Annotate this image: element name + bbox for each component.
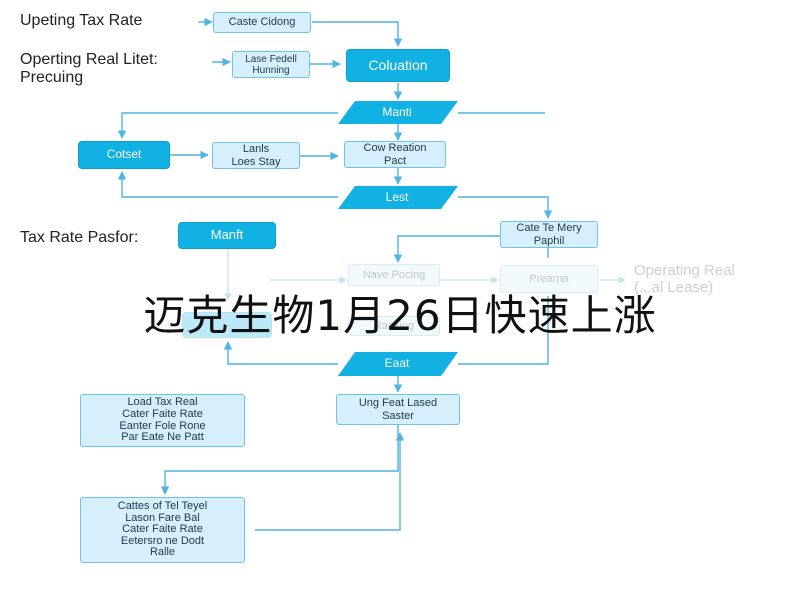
faded-left-box (182, 312, 272, 338)
cow-reation-box[interactable]: Cow Reation Pact (344, 141, 446, 168)
lest-parallelogram (338, 186, 458, 209)
prearna-box: Prearna (500, 265, 598, 293)
overlay-title: 迈克生物1月26日快速上涨 (143, 291, 657, 340)
ranking-box: Ranking (348, 316, 440, 336)
caste-cidong-box[interactable]: Caste Cidong (213, 12, 311, 33)
lase-fedell-box[interactable]: Lase Fedell Hunning (232, 51, 310, 78)
coluation-box[interactable]: Coluation (346, 49, 450, 82)
lanls-stay-box[interactable]: Lanls Loes Stay (212, 142, 300, 169)
ung-feat-box[interactable]: Ung Feat Lased Saster (336, 394, 460, 425)
load-tax-real-box[interactable]: Load Tax Real Cater Faite Rate Eanter Fo… (80, 394, 245, 447)
eaat-label: Eaat (384, 356, 410, 371)
cotset-box[interactable]: Cotset (78, 141, 170, 169)
nave-pocing-box: Nave Pocing (348, 264, 440, 286)
operting-real-litet-label: Operting Real Litet: Precuing (20, 51, 158, 87)
upeting-tax-rate-label: Upeting Tax Rate (20, 12, 143, 29)
eaat-parallelogram (338, 352, 458, 376)
manti-label: Manti (382, 104, 412, 119)
lest-label: Lest (385, 189, 409, 204)
manti-parallelogram (338, 101, 458, 124)
tax-rate-pasfor-label: Tax Rate Pasfor: (20, 229, 139, 246)
manft-box[interactable]: Manft (178, 222, 276, 249)
operating-real-faded-label: Operating Real (...al Lease) (634, 262, 735, 297)
cattes-tel-box[interactable]: Cattes of Tel Teyel Lason Fare Bal Cater… (80, 497, 245, 563)
cate-te-mery-box[interactable]: Cate Te Mery Paphil (500, 221, 598, 248)
